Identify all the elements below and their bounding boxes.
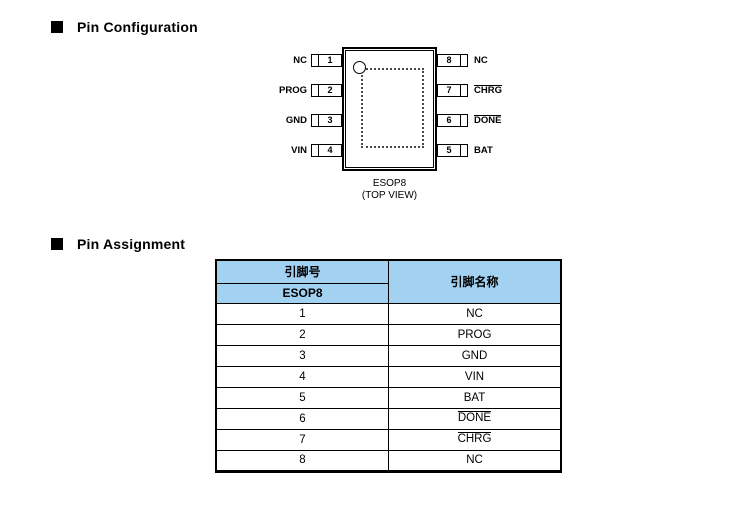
pin-number-cell: 6 bbox=[215, 407, 389, 430]
pin-number-cell: 2 bbox=[215, 323, 389, 346]
table-row: 7 CHRG bbox=[215, 428, 562, 451]
pin-number: 7 bbox=[446, 85, 452, 95]
pin1-marker-icon bbox=[353, 61, 366, 74]
table-row: 6 DONE bbox=[215, 407, 562, 430]
pin-6-label: DONE bbox=[474, 114, 544, 127]
pin-name-text: NC bbox=[466, 307, 483, 320]
pin-name-text: GND bbox=[285, 115, 307, 126]
table-row: 5 BAT bbox=[215, 386, 562, 409]
pin-assignment-table: 引脚号 引脚名称 ESOP8 1 NC 2 PROG 3 GND 4 VIN 5… bbox=[215, 259, 562, 473]
pin-name-text: NC bbox=[466, 454, 483, 466]
pin-number: 6 bbox=[446, 115, 452, 125]
table-header-pin-name: 引脚名称 bbox=[388, 259, 562, 304]
package-inner-outline bbox=[345, 50, 434, 168]
package-body bbox=[342, 47, 437, 171]
pin-name-text: NC bbox=[474, 55, 488, 66]
pin-number: 8 bbox=[446, 55, 452, 65]
pin-name-text: VIN bbox=[464, 370, 485, 383]
pin-name-cell: BAT bbox=[388, 386, 562, 409]
pin-name-cell: PROG bbox=[388, 323, 562, 346]
pin-name-cell: CHRG bbox=[388, 428, 562, 451]
pin-name-text: DONE bbox=[457, 411, 492, 425]
pin-name-text: PROG bbox=[457, 328, 492, 341]
exposed-pad-outline bbox=[361, 68, 424, 148]
pin-name-cell: GND bbox=[388, 344, 562, 367]
pin-1-box: 1 bbox=[311, 54, 342, 67]
table-header-pin-number: 引脚号 bbox=[215, 259, 389, 284]
pin-stub bbox=[460, 145, 467, 156]
pin-7-label: CHRG bbox=[474, 84, 544, 97]
table-row: 1 NC bbox=[215, 302, 562, 325]
pin-5-box: 5 bbox=[437, 144, 468, 157]
pin-name-cell: NC bbox=[388, 449, 562, 472]
pin-number-cell: 7 bbox=[215, 428, 389, 451]
pin-stub bbox=[312, 145, 319, 156]
pin-1-label: NC bbox=[250, 54, 307, 67]
package-name-caption: ESOP8 bbox=[372, 178, 407, 189]
pin-6-box: 6 bbox=[437, 114, 468, 127]
pin-7-box: 7 bbox=[437, 84, 468, 97]
pin-5-label: BAT bbox=[474, 144, 544, 157]
table-row: 3 GND bbox=[215, 344, 562, 367]
pin-name-text: NC bbox=[293, 55, 307, 66]
package-view-caption: (TOP VIEW) bbox=[361, 190, 418, 201]
pin-stub bbox=[460, 115, 467, 126]
pin-name-cell: NC bbox=[388, 302, 562, 325]
table-row: 8 NC bbox=[215, 449, 562, 472]
pin-2-box: 2 bbox=[311, 84, 342, 97]
pin-number: 5 bbox=[446, 145, 452, 155]
pin-number: 3 bbox=[327, 115, 333, 125]
pin-number-cell: 1 bbox=[215, 302, 389, 325]
pin-number: 4 bbox=[327, 145, 333, 155]
pin-name-text: VIN bbox=[291, 145, 307, 156]
pin-stub bbox=[460, 85, 467, 96]
pin-4-label: VIN bbox=[250, 144, 307, 157]
pin-8-label: NC bbox=[474, 54, 544, 67]
pin-stub bbox=[312, 115, 319, 126]
section-bullet-icon bbox=[51, 238, 63, 250]
pin-name-text: BAT bbox=[474, 145, 493, 156]
pin-configuration-title: Pin Configuration bbox=[77, 19, 198, 35]
table-header-package: ESOP8 bbox=[215, 282, 389, 304]
pin-name-text: CHRG bbox=[474, 85, 502, 96]
pin-number: 1 bbox=[327, 55, 333, 65]
pin-4-box: 4 bbox=[311, 144, 342, 157]
pin-name-cell: VIN bbox=[388, 365, 562, 388]
pin-number-cell: 3 bbox=[215, 344, 389, 367]
pin-configuration-header: Pin Configuration bbox=[51, 19, 198, 35]
pin-number-cell: 5 bbox=[215, 386, 389, 409]
pin-stub bbox=[312, 55, 319, 66]
table-row: 2 PROG bbox=[215, 323, 562, 346]
pin-stub bbox=[312, 85, 319, 96]
pin-3-label: GND bbox=[250, 114, 307, 127]
pin-number-cell: 4 bbox=[215, 365, 389, 388]
pin-2-label: PROG bbox=[250, 84, 307, 97]
pin-name-text: CHRG bbox=[457, 432, 492, 446]
pin-3-box: 3 bbox=[311, 114, 342, 127]
pin-name-text: PROG bbox=[279, 85, 307, 96]
pin-8-box: 8 bbox=[437, 54, 468, 67]
pin-name-cell: DONE bbox=[388, 407, 562, 430]
pin-number: 2 bbox=[327, 85, 333, 95]
pin-name-text: GND bbox=[461, 349, 488, 362]
section-bullet-icon bbox=[51, 21, 63, 33]
pin-name-text: BAT bbox=[463, 391, 486, 404]
table-row: 4 VIN bbox=[215, 365, 562, 388]
pin-name-text: DONE bbox=[474, 115, 502, 126]
pin-number-cell: 8 bbox=[215, 449, 389, 472]
pin-assignment-title: Pin Assignment bbox=[77, 236, 186, 252]
pin-stub bbox=[460, 55, 467, 66]
pin-assignment-header: Pin Assignment bbox=[51, 236, 185, 252]
